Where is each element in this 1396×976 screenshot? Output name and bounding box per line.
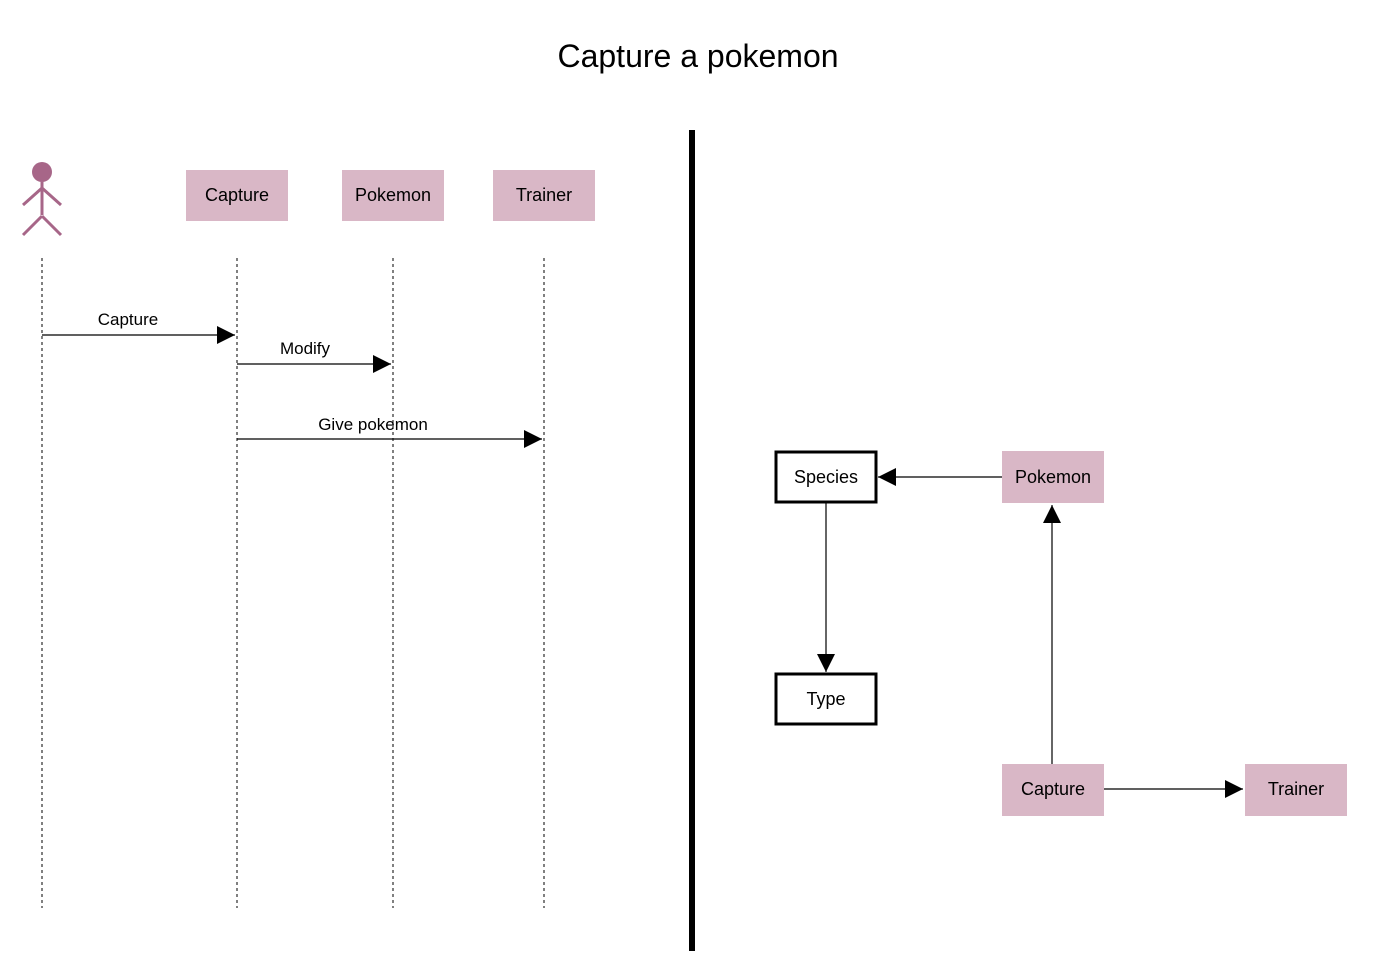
sequence-diagram: Capture Pokemon Trainer Capture Modify G…	[21, 162, 595, 908]
node-label-species: Species	[794, 467, 858, 487]
message-label-modify: Modify	[280, 339, 331, 358]
message-label-give-pokemon: Give pokemon	[318, 415, 428, 434]
node-label-capture: Capture	[1021, 779, 1085, 799]
node-label-trainer: Trainer	[1268, 779, 1324, 799]
stick-figure-icon	[21, 162, 63, 237]
lifeline-box-pokemon: Pokemon	[342, 170, 444, 221]
diagram-title: Capture a pokemon	[557, 38, 839, 74]
lifeline-label-trainer: Trainer	[516, 185, 572, 205]
node-trainer: Trainer	[1245, 764, 1347, 816]
divider	[689, 130, 695, 951]
class-diagram: Species Pokemon Type Capture Trainer	[774, 450, 1347, 816]
node-type: Type	[774, 672, 878, 726]
lifeline-label-capture: Capture	[205, 185, 269, 205]
lifeline-label-pokemon: Pokemon	[355, 185, 431, 205]
node-capture: Capture	[1002, 764, 1104, 816]
node-species: Species	[774, 450, 878, 504]
node-label-pokemon: Pokemon	[1015, 467, 1091, 487]
lifeline-box-capture: Capture	[186, 170, 288, 221]
node-pokemon: Pokemon	[1002, 451, 1104, 503]
node-label-type: Type	[806, 689, 845, 709]
lifeline-box-trainer: Trainer	[493, 170, 595, 221]
message-label-capture: Capture	[98, 310, 158, 329]
